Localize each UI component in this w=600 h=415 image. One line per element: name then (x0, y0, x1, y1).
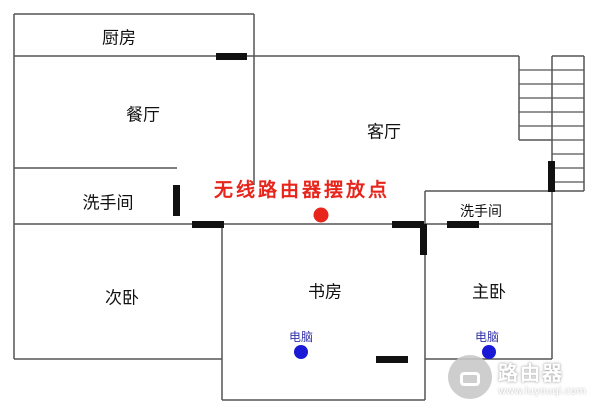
router-marker (313, 207, 329, 223)
staircase (519, 69, 584, 183)
watermark-name: 路由器 (498, 361, 565, 385)
door-second-bedroom (192, 221, 224, 228)
watermark: 路由器 www.luyouqi.com (448, 355, 586, 399)
door-washroom-right (447, 221, 479, 228)
room-label-washroom-left: 洗手间 (82, 193, 134, 214)
computer-label-master: 电脑 (474, 330, 500, 344)
room-label-washroom-right: 洗手间 (460, 204, 502, 220)
computer-label-study: 电脑 (288, 330, 314, 344)
router-logo-icon (448, 355, 493, 399)
door-washroom-left (173, 185, 180, 216)
door-stair (548, 161, 555, 192)
room-label-dining: 餐厅 (126, 105, 160, 126)
computer-marker-study (294, 345, 308, 359)
room-label-living: 客厅 (367, 122, 401, 143)
door-kitchen (216, 53, 247, 60)
router-placement-label: 无线路由器摆放点 (214, 179, 391, 201)
door-corner (420, 224, 427, 255)
door-study-bottom (376, 356, 408, 363)
door-study (392, 221, 424, 228)
room-label-kitchen: 厨房 (102, 28, 136, 49)
room-label-second-bedroom: 次卧 (105, 288, 139, 309)
watermark-site: www.luyouqi.com (498, 386, 586, 397)
room-label-master-bedroom: 主卧 (472, 282, 506, 303)
room-label-study: 书房 (308, 282, 342, 303)
computer-marker-master (482, 345, 496, 359)
